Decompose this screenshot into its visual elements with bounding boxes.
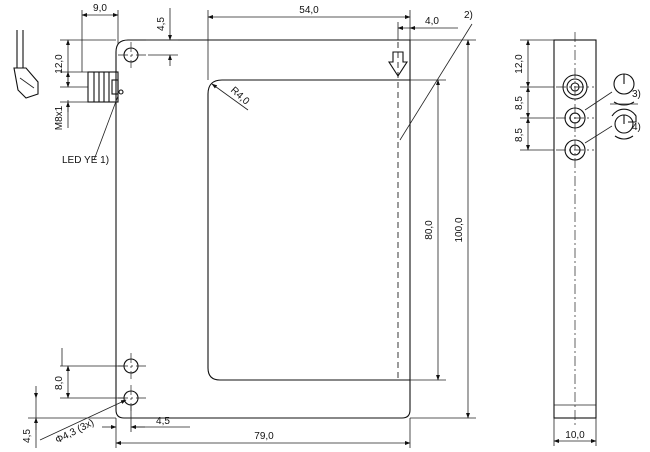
- dimension-4-5-bottom: 4,5: [156, 416, 170, 427]
- side-view-dimensions: [520, 39, 597, 446]
- dimension-4: 4,0: [425, 16, 439, 27]
- rotary-switch-icon: [584, 108, 637, 144]
- mounting-holes: [118, 42, 146, 411]
- callout-3: 3): [632, 89, 641, 100]
- bottom-left-dimensions: [28, 348, 127, 448]
- dimension-4-5-top: 4,5: [156, 17, 167, 31]
- dimension-79: 79,0: [254, 431, 274, 442]
- dimension-12-left: 12,0: [54, 54, 65, 74]
- dimension-8-5-a: 8,5: [514, 96, 525, 110]
- dimension-4-5-left: 4,5: [22, 429, 33, 443]
- dimension-100: 100,0: [454, 217, 465, 242]
- dimension-9: 9,0: [93, 3, 107, 14]
- dimension-10: 10,0: [565, 430, 585, 441]
- callout-4: 4): [632, 122, 641, 133]
- fork-outline: [115, 39, 411, 419]
- adjustment-knob-icon: [584, 73, 638, 111]
- light-beam-axis: [387, 42, 409, 378]
- cable-plug-icon: [13, 30, 39, 99]
- bottom-dimensions: [102, 405, 411, 448]
- dimension-12-side: 12,0: [514, 54, 525, 74]
- callout-2: 2): [464, 10, 473, 21]
- top-dimensions: [81, 8, 458, 80]
- side-view: [553, 32, 597, 426]
- vertical-dimensions: [399, 23, 476, 419]
- dimension-80: 80,0: [424, 220, 435, 240]
- callout-led: LED YE 1): [62, 155, 109, 166]
- dimension-8: 8,0: [54, 376, 65, 390]
- hole-diameter-label: Φ4,3 (3x): [54, 417, 96, 446]
- dimension-8-5-b: 8,5: [514, 128, 525, 142]
- connector-dimensions: [60, 39, 119, 161]
- dimension-m8: M8x1: [54, 105, 65, 130]
- dimension-54: 54,0: [299, 5, 319, 16]
- radius-leader: [211, 83, 249, 111]
